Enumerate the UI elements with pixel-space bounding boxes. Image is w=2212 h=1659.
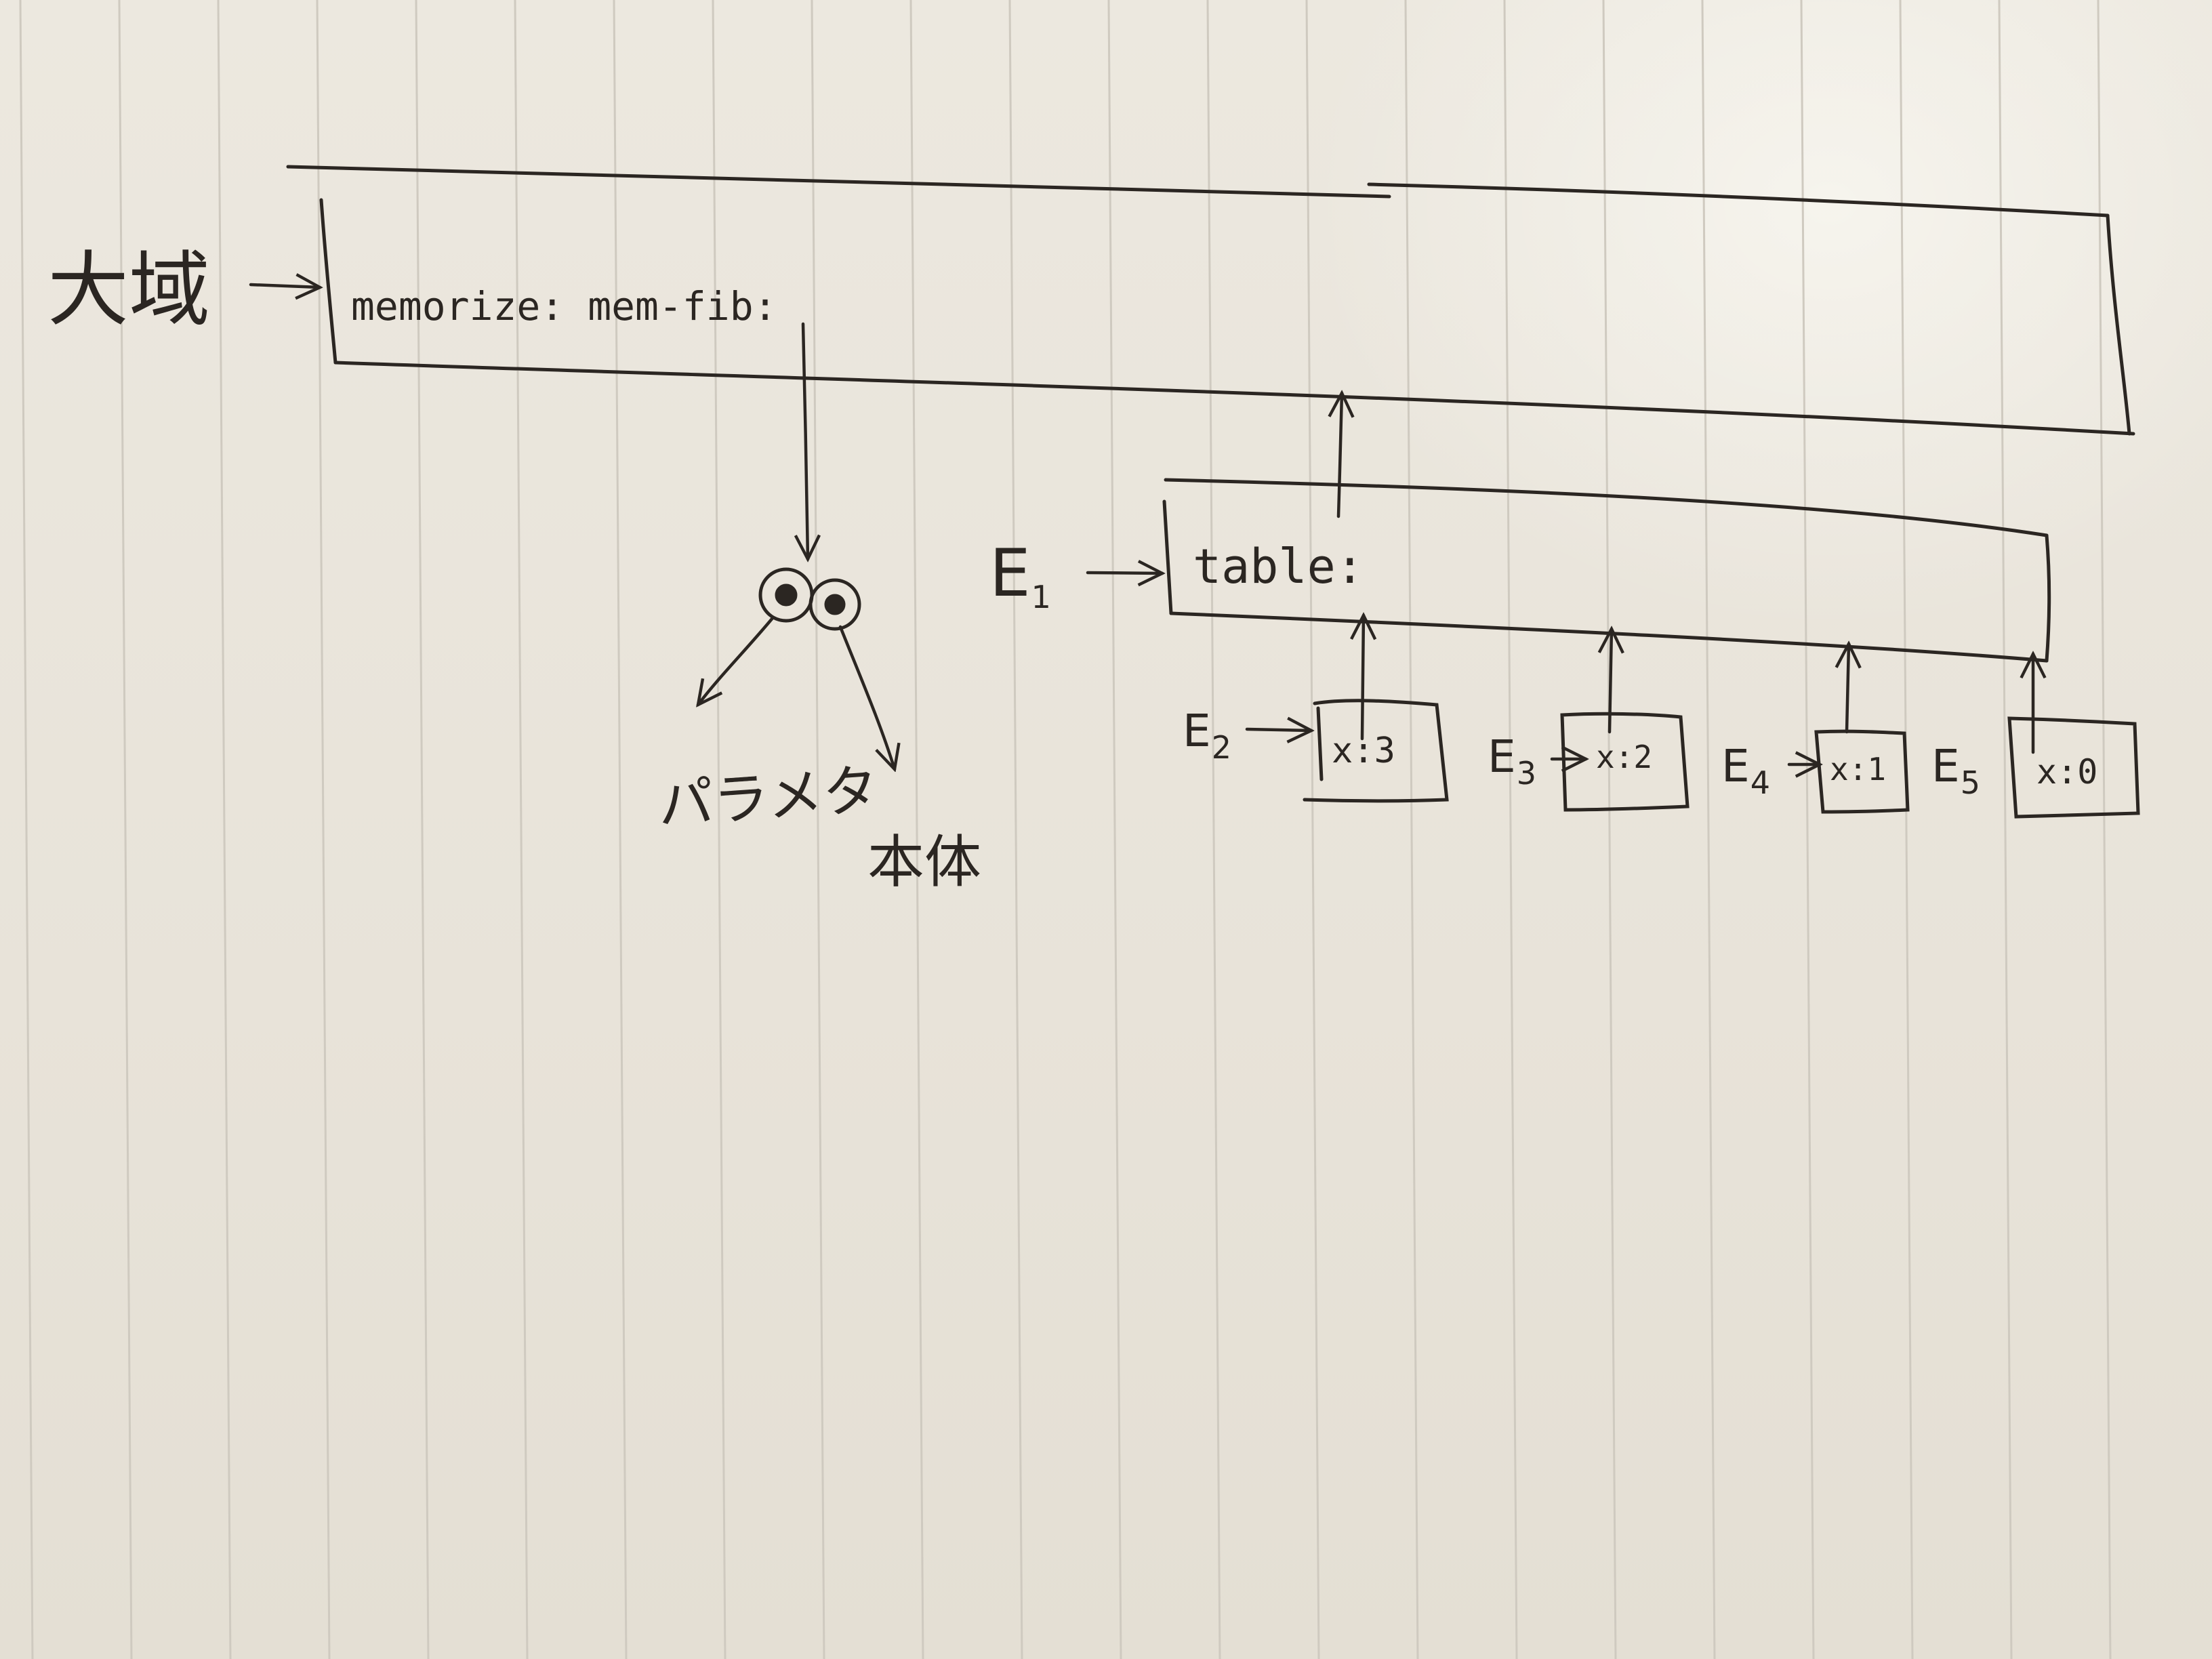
- ruled-line: [1206, 0, 1221, 1659]
- ruled-line: [1404, 0, 1419, 1659]
- body-label: 本体: [867, 829, 982, 895]
- e1-frame-right-line: [2045, 533, 2051, 663]
- ruled-line: [118, 0, 133, 1659]
- mem-fib-pointer-line: [803, 322, 808, 559]
- ruled-line: [1800, 0, 1815, 1659]
- ruled-line: [909, 0, 924, 1659]
- global-frame-left-line: [319, 198, 337, 365]
- e3-parent-pointer: [1610, 629, 1612, 734]
- ruled-line: [1008, 0, 1023, 1659]
- global-frame-right-line: [2106, 213, 2131, 436]
- e2-binding-text: x:3: [1332, 731, 1395, 771]
- e4-label-letter: E: [1721, 740, 1750, 792]
- global-env-label: 大域: [47, 243, 210, 337]
- global-label-arrow: [249, 285, 320, 287]
- e2-label-arrow: [1245, 729, 1311, 731]
- e3-label-letter: E: [1488, 731, 1517, 783]
- global-frame-top-left-line: [286, 165, 1391, 199]
- e1-label-letter: E: [989, 535, 1031, 611]
- e5-label-index: 5: [1960, 764, 1981, 801]
- ruled-line: [1701, 0, 1716, 1659]
- e2-frame: [1303, 699, 1449, 803]
- e5-frame: [2007, 716, 2140, 819]
- e5-label: E5: [1931, 740, 1981, 801]
- e1-frame: [1162, 478, 2051, 663]
- body-pointer: [838, 625, 895, 769]
- e3-frame: [1560, 712, 1689, 812]
- e3-label-index: 3: [1516, 755, 1537, 792]
- e5-binding-text: x:0: [2036, 752, 2098, 792]
- procedure-left-dot: [775, 583, 798, 607]
- ruled-line: [415, 0, 430, 1659]
- parameter-label: パラメタ: [655, 758, 881, 838]
- e3-binding-text: x:2: [1596, 739, 1653, 775]
- e2-label-index: 2: [1211, 729, 1232, 766]
- e4-parent-pointer: [1847, 644, 1849, 734]
- ruled-line: [712, 0, 726, 1659]
- e1-parent-pointer: [1338, 393, 1342, 518]
- e1-binding-text: table:: [1193, 539, 1364, 594]
- e3-label: E3: [1488, 731, 1537, 792]
- e4-binding-text: x:1: [1830, 751, 1887, 787]
- procedure-right-dot: [824, 594, 846, 615]
- ruled-line: [514, 0, 529, 1659]
- ruled-line: [1602, 0, 1617, 1659]
- parameter-pointer: [698, 616, 775, 705]
- ruled-line: [1305, 0, 1320, 1659]
- global-frame-top-right-line: [1367, 182, 2110, 218]
- e2-parent-pointer: [1362, 615, 1364, 741]
- ruled-line: [1503, 0, 1518, 1659]
- ruled-line: [19, 0, 34, 1659]
- global-binding-text: memorize: mem-fib:: [351, 283, 777, 329]
- e1-frame-left-line: [1162, 499, 1173, 615]
- e4-label-index: 4: [1750, 764, 1771, 801]
- global-frame-bottom-line: [333, 361, 2135, 436]
- ruled-line: [613, 0, 628, 1659]
- e2-label: E2: [1183, 705, 1232, 766]
- e2-label-letter: E: [1183, 705, 1212, 757]
- ruled-line: [811, 0, 825, 1659]
- e1-frame-bottom-line: [1169, 611, 2049, 663]
- e1-frame-top-line: [1164, 478, 2049, 537]
- e4-label: E4: [1721, 740, 1771, 801]
- procedure-right-circle: [808, 578, 861, 631]
- ruled-line: [1998, 0, 2013, 1659]
- ruled-line: [1899, 0, 1914, 1659]
- ruled-line: [1107, 0, 1122, 1659]
- global-frame: [286, 165, 2135, 436]
- e1-label: E1: [989, 535, 1052, 615]
- e1-label-index: 1: [1031, 579, 1052, 615]
- ruled-line: [2097, 0, 2112, 1659]
- e5-label-letter: E: [1931, 740, 1961, 792]
- ruled-line: [217, 0, 232, 1659]
- procedure-object: [758, 567, 861, 631]
